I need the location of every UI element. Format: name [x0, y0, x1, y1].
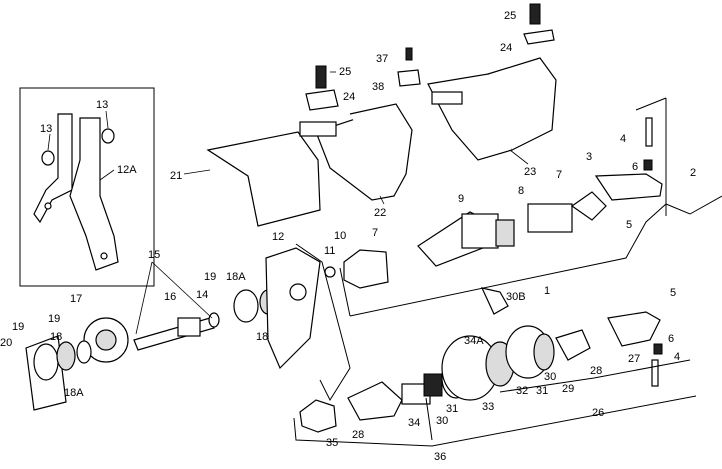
callout-1: 1 — [544, 285, 550, 297]
shield-23 — [427, 57, 557, 165]
washer-11 — [324, 266, 336, 278]
callout-13: 13 — [40, 123, 52, 135]
callout-3: 3 — [586, 151, 592, 163]
callout-19: 19 — [12, 321, 24, 333]
callout-16: 16 — [164, 291, 176, 303]
bracket-hole — [44, 202, 52, 210]
yoke-27 — [607, 311, 661, 347]
spring-25-left — [305, 65, 339, 111]
callout-6: 6 — [668, 333, 674, 345]
callout-18a: 18A — [226, 271, 246, 283]
callout-6: 6 — [632, 161, 638, 173]
callout-2: 2 — [690, 167, 696, 179]
bushing-13-left — [41, 150, 55, 166]
callout-37: 37 — [376, 53, 388, 65]
snap-ring-30b — [480, 287, 509, 315]
callout-25: 25 — [339, 66, 351, 78]
callout-7: 7 — [372, 227, 378, 239]
callout-29: 29 — [562, 383, 574, 395]
callout-30b: 30B — [506, 291, 526, 303]
callout-34: 34 — [408, 417, 420, 429]
callout-20: 20 — [0, 337, 12, 349]
callout-32: 32 — [516, 385, 528, 397]
shield-22 — [299, 103, 413, 205]
callout-8: 8 — [518, 185, 524, 197]
callout-4: 4 — [674, 351, 680, 363]
callout-33: 33 — [482, 401, 494, 413]
callout-26: 26 — [592, 407, 604, 419]
inset-frame — [19, 87, 155, 287]
bracket-right-arm — [69, 117, 119, 271]
collar-14 — [208, 312, 220, 328]
pin-4 — [645, 117, 653, 147]
tube-8 — [527, 203, 573, 233]
bracket-hole — [100, 252, 108, 260]
callout-12: 12 — [272, 231, 284, 243]
callout-35: 35 — [326, 437, 338, 449]
callout-12a: 12A — [117, 164, 137, 176]
callout-36: 36 — [434, 451, 446, 463]
callout-34a: 34A — [464, 335, 484, 347]
callout-18a: 18A — [64, 387, 84, 399]
callout-31: 31 — [446, 403, 458, 415]
callout-24: 24 — [500, 42, 512, 54]
callout-17: 17 — [70, 293, 82, 305]
spring-6 — [643, 159, 653, 171]
callout-5: 5 — [670, 287, 676, 299]
callout-10: 10 — [334, 230, 346, 242]
callout-30: 30 — [544, 371, 556, 383]
clip-37-38 — [397, 47, 421, 87]
callout-30: 30 — [436, 415, 448, 427]
callout-21: 21 — [170, 170, 182, 182]
bracket-left-arm — [33, 113, 73, 224]
callout-15: 15 — [148, 249, 160, 261]
callout-11: 11 — [324, 245, 335, 257]
callout-5: 5 — [626, 219, 632, 231]
upper-driveline — [324, 97, 722, 317]
yoke-29 — [555, 329, 591, 361]
plate-12 — [265, 243, 351, 402]
callout-18: 18 — [256, 331, 268, 343]
spring-25-top — [523, 3, 555, 45]
shaft-16 — [133, 317, 215, 351]
yoke-10 — [343, 249, 389, 289]
callout-4: 4 — [620, 133, 626, 145]
callout-28: 28 — [352, 429, 364, 441]
callout-9: 9 — [458, 193, 464, 205]
callout-18: 18 — [50, 331, 62, 343]
callout-22: 22 — [374, 207, 386, 219]
callout-19: 19 — [204, 271, 216, 283]
callout-25: 25 — [504, 10, 516, 22]
shield-21 — [183, 131, 321, 227]
callout-23: 23 — [524, 166, 536, 178]
callout-27: 27 — [628, 353, 640, 365]
callout-13: 13 — [96, 99, 108, 111]
callout-28: 28 — [590, 365, 602, 377]
flange-19 — [233, 289, 259, 323]
inset-bracket-12a — [19, 87, 155, 287]
callout-19: 19 — [48, 313, 60, 325]
callout-labels: 25 24 37 38 25 24 13 13 12A 21 22 23 4 3… — [0, 10, 696, 463]
yoke-35 — [299, 399, 337, 433]
callout-31: 31 — [536, 385, 548, 397]
callout-24: 24 — [343, 91, 355, 103]
callout-38: 38 — [372, 81, 384, 93]
lower-driveline — [293, 287, 697, 447]
bushing-13-right — [101, 128, 115, 144]
callout-14: 14 — [196, 289, 208, 301]
callout-7: 7 — [556, 169, 562, 181]
yoke-3 — [594, 173, 663, 201]
